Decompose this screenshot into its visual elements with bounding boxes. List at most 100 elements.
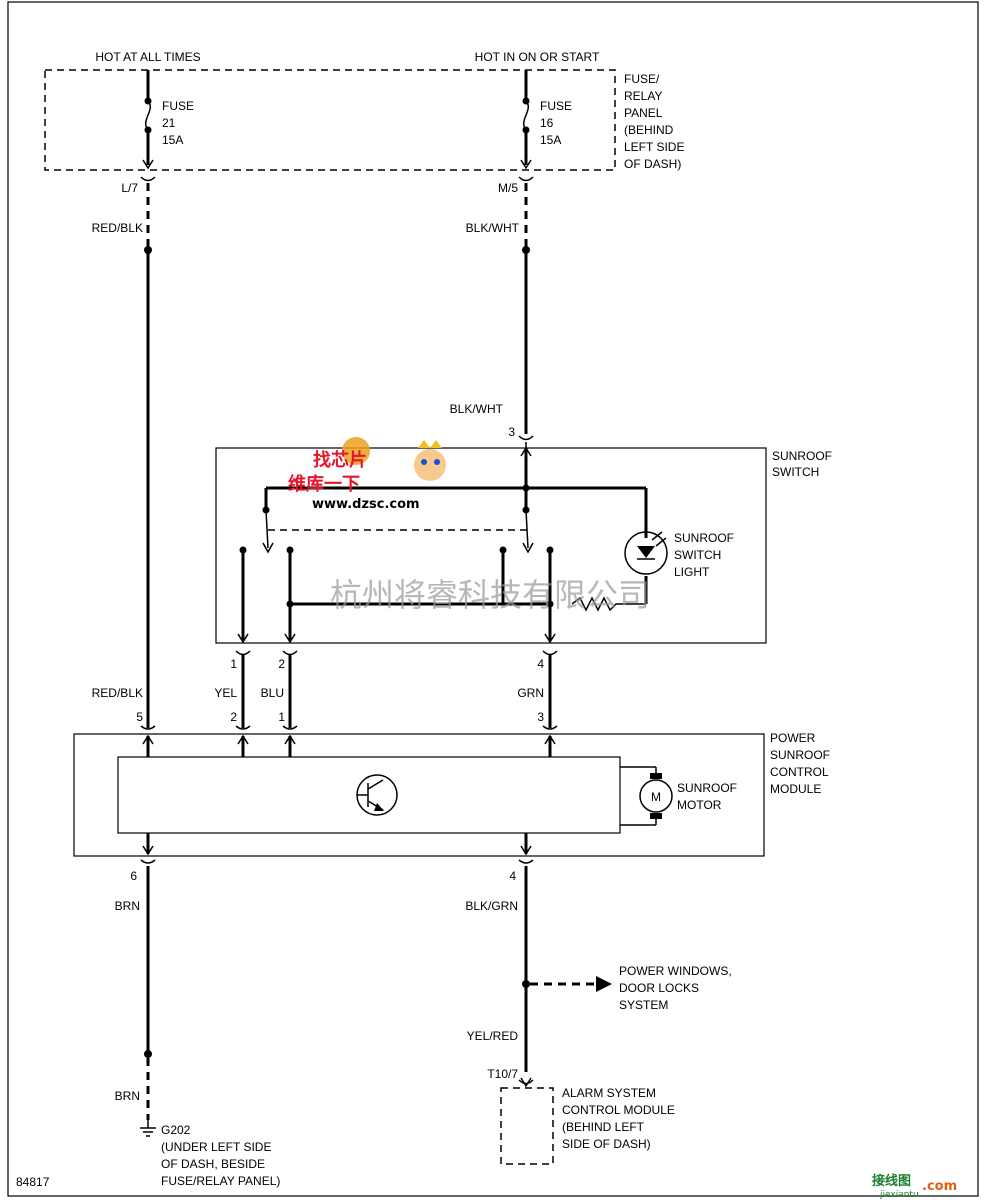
svg-text:SUNROOF: SUNROOF	[772, 449, 832, 463]
svg-text:(UNDER LEFT SIDE: (UNDER LEFT SIDE	[161, 1140, 271, 1154]
ground-icon	[140, 1120, 156, 1137]
wire-brn-top-label: BRN	[115, 899, 140, 913]
sunroof-motor-icon	[620, 766, 673, 826]
module-pin-4-connector	[518, 859, 534, 864]
svg-text:ALARM SYSTEM: ALARM SYSTEM	[562, 1086, 656, 1100]
svg-text:SUNROOF: SUNROOF	[677, 781, 737, 795]
svg-text:OF DASH): OF DASH)	[624, 157, 681, 171]
svg-text:FUSE: FUSE	[162, 99, 194, 113]
module-top-connectors	[140, 725, 558, 730]
alarm-module-box	[500, 1087, 554, 1165]
fuse-16: FUSE 16 15A	[520, 70, 572, 170]
sunroof-switch-internals	[237, 442, 648, 644]
ground-g202-label: G202 (UNDER LEFT SIDE OF DASH, BESIDE FU…	[161, 1123, 280, 1188]
control-module-inner-box	[117, 756, 621, 834]
svg-text:MODULE: MODULE	[770, 782, 821, 796]
control-module-label: POWER SUNROOF CONTROL MODULE	[770, 731, 830, 796]
svg-text:接线图: 接线图	[872, 1173, 911, 1189]
power-windows-label: POWER WINDOWS, DOOR LOCKS SYSTEM	[619, 964, 732, 1012]
svg-text:FUSE/RELAY PANEL): FUSE/RELAY PANEL)	[161, 1174, 280, 1188]
svg-text:RELAY: RELAY	[624, 89, 662, 103]
connector-t10-7-symbol	[518, 1079, 534, 1085]
svg-text:.com: .com	[922, 1179, 957, 1194]
svg-text:SUNROOF: SUNROOF	[770, 748, 830, 762]
fuse-21: FUSE 21 15A	[142, 70, 194, 170]
fuse-relay-panel-label: FUSE/ RELAY PANEL (BEHIND LEFT SIDE OF D…	[624, 72, 684, 171]
control-module-box	[73, 733, 765, 857]
wire-blk-wht-top-label: BLK/WHT	[466, 221, 520, 235]
wire-brn-bottom-label: BRN	[115, 1089, 140, 1103]
figure-number: 84817	[16, 1175, 50, 1189]
connector-m5-symbol	[518, 176, 534, 182]
connector-t10-7-arrow	[520, 1077, 532, 1088]
switch-pin-2-connector	[282, 650, 298, 656]
wire-red-blk-top-label: RED/BLK	[92, 221, 143, 235]
svg-text:SYSTEM: SYSTEM	[619, 998, 668, 1012]
switch-pin-4-connector	[542, 650, 558, 656]
connector-m5-label: M/5	[498, 181, 518, 195]
svg-text:POWER WINDOWS,: POWER WINDOWS,	[619, 964, 732, 978]
svg-text:15A: 15A	[162, 133, 183, 147]
svg-text:G202: G202	[161, 1123, 191, 1137]
switch-pin-2-label: 2	[278, 657, 285, 671]
svg-text:SWITCH: SWITCH	[674, 548, 721, 562]
sunroof-switch-box	[215, 447, 767, 644]
module-pin-2-label: 2	[230, 710, 237, 724]
wire-grn-label: GRN	[517, 686, 544, 700]
sunroof-motor-label: SUNROOF MOTOR	[677, 781, 737, 812]
transistor-icon	[356, 774, 398, 816]
svg-text:CONTROL: CONTROL	[770, 765, 829, 779]
connector-l7-symbol	[140, 176, 156, 182]
svg-text:www.dzsc.com: www.dzsc.com	[312, 497, 420, 512]
svg-text:找芯片: 找芯片	[313, 449, 367, 471]
module-internal-wires	[142, 734, 556, 856]
svg-text:SIDE OF DASH): SIDE OF DASH)	[562, 1137, 651, 1151]
jiexiantu-corner-logo: 接线图 .com jiexiantu	[872, 1173, 957, 1200]
svg-text:FUSE: FUSE	[540, 99, 572, 113]
svg-text:16: 16	[540, 116, 554, 130]
svg-text:LIGHT: LIGHT	[674, 565, 710, 579]
svg-text:维库一下: 维库一下	[288, 473, 360, 495]
svg-text:FUSE/: FUSE/	[624, 72, 660, 86]
connector-l7-label: L/7	[121, 181, 138, 195]
svg-text:(BEHIND LEFT: (BEHIND LEFT	[562, 1120, 645, 1134]
connector-t10-7-label: T10/7	[487, 1067, 518, 1081]
hot-in-on-or-start-label: HOT IN ON OR START	[475, 50, 600, 64]
svg-text:15A: 15A	[540, 133, 561, 147]
module-pin-1-label: 1	[278, 710, 285, 724]
motor-symbol-label: M	[651, 790, 661, 804]
module-pin-6-connector	[140, 859, 156, 864]
module-pin-5-label: 5	[136, 710, 143, 724]
switch-pin-1-connector	[235, 650, 251, 656]
wire-blk-grn-label: BLK/GRN	[465, 899, 518, 913]
svg-text:LEFT SIDE: LEFT SIDE	[624, 140, 684, 154]
watermark-company: 杭州将睿科技有限公司	[330, 576, 650, 614]
switch-pin-1-label: 1	[230, 657, 237, 671]
svg-text:MOTOR: MOTOR	[677, 798, 722, 812]
svg-text:POWER: POWER	[770, 731, 816, 745]
svg-text:PANEL: PANEL	[624, 106, 663, 120]
wire-yel-red-label: YEL/RED	[467, 1029, 519, 1043]
splice-dot-blk-grn	[522, 980, 530, 988]
wire-blk-wht-switch-label: BLK/WHT	[450, 402, 504, 416]
alarm-module-label: ALARM SYSTEM CONTROL MODULE (BEHIND LEFT…	[562, 1086, 675, 1151]
svg-text:SWITCH: SWITCH	[772, 465, 819, 479]
fuse-relay-panel-box	[44, 69, 616, 171]
arrow-to-power-windows-icon	[596, 976, 612, 992]
wire-red-blk-module-label: RED/BLK	[92, 686, 143, 700]
svg-text:CONTROL MODULE: CONTROL MODULE	[562, 1103, 675, 1117]
switch-pin-4-label: 4	[537, 657, 544, 671]
dzsc-logo: 找芯片 维库一下 www.dzsc.com	[288, 437, 446, 512]
svg-text:SUNROOF: SUNROOF	[674, 531, 734, 545]
module-pin-6-label: 6	[130, 869, 137, 883]
wire-blu-label: BLU	[261, 686, 284, 700]
diagram-frame	[7, 1, 979, 1197]
sunroof-switch-light-label: SUNROOF SWITCH LIGHT	[674, 531, 734, 579]
svg-text:jiexiantu: jiexiantu	[879, 1190, 919, 1200]
wire-yel-label: YEL	[214, 686, 237, 700]
svg-text:(BEHIND: (BEHIND	[624, 123, 674, 137]
module-pin-3-label: 3	[537, 710, 544, 724]
switch-pin-3-connector	[518, 435, 534, 441]
splice-dot-brn	[144, 1050, 152, 1058]
